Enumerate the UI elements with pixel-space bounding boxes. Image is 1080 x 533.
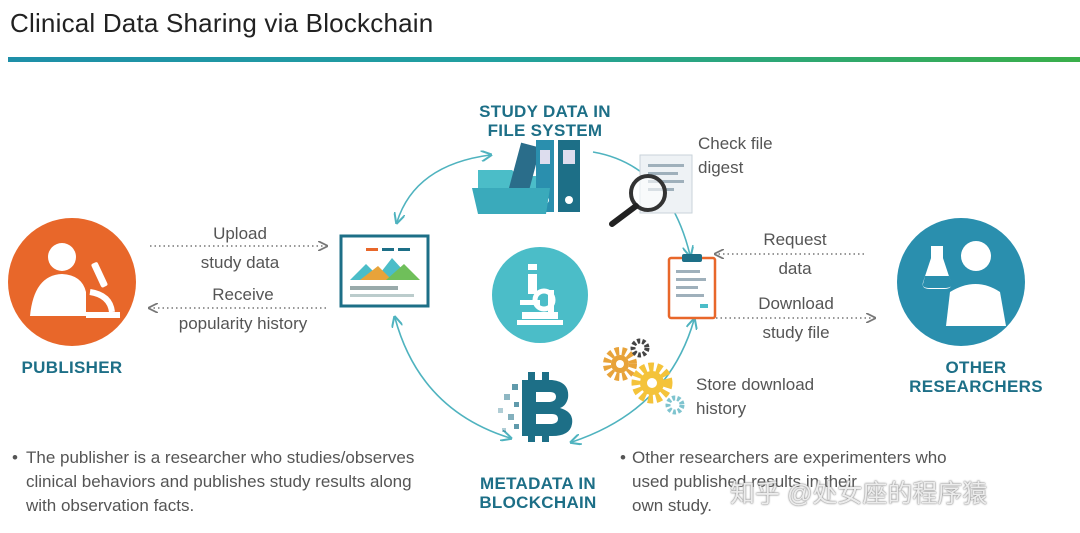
researcher-icon xyxy=(897,218,1025,346)
arrow-to-metadata xyxy=(395,318,510,438)
study-data-heading: STUDY DATA IN FILE SYSTEM xyxy=(479,102,611,140)
publisher-note: • The publisher is a researcher who stud… xyxy=(12,446,472,518)
publisher-note-text: The publisher is a researcher who studie… xyxy=(26,448,415,515)
publisher-icon xyxy=(8,218,136,346)
publisher-heading: PUBLISHER xyxy=(21,358,123,377)
board-icon xyxy=(339,234,430,308)
metadata-heading: METADATA IN BLOCKCHAIN xyxy=(479,474,597,512)
label-store-history: Store download history xyxy=(696,375,815,418)
page-title: Clinical Data Sharing via Blockchain xyxy=(10,8,434,38)
label-download: Download study file xyxy=(758,294,834,342)
label-receive: Receive popularity history xyxy=(178,285,308,333)
researchers-note: • Other researchers are experimenters wh… xyxy=(620,446,1070,518)
arrow-to-study-data xyxy=(397,155,490,222)
title-divider xyxy=(8,57,1080,62)
label-request: Request data xyxy=(763,230,827,278)
label-upload: Upload study data xyxy=(200,224,280,272)
magnifier-icon xyxy=(609,154,693,227)
label-check-file-digest: Check file digest xyxy=(698,134,773,177)
binder-icon xyxy=(472,140,580,214)
dotted-arrows xyxy=(150,246,874,318)
watermark: 知乎 @处女座的程序猿 xyxy=(730,480,988,508)
researchers-note-text: Other researchers are experimenters who … xyxy=(632,448,947,515)
microscope-icon xyxy=(492,247,588,343)
other-researchers-heading: OTHER RESEARCHERS xyxy=(909,358,1043,396)
blockchain-icon xyxy=(498,372,573,442)
gears-icon xyxy=(603,338,685,415)
clipboard-icon xyxy=(667,254,717,320)
